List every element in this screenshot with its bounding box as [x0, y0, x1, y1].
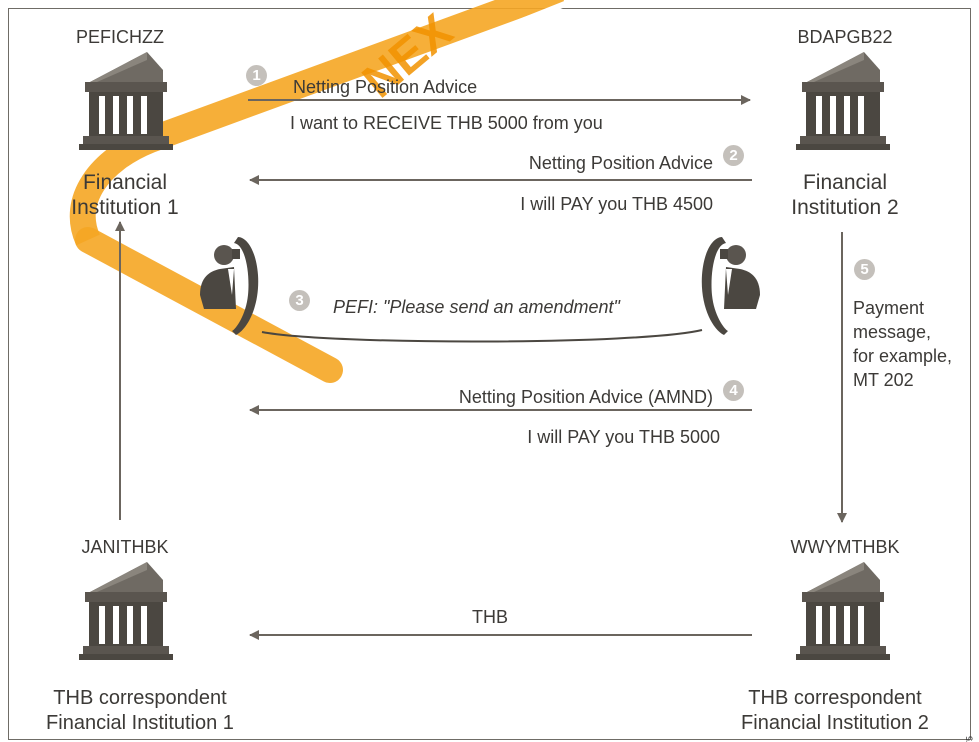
phone-cord	[261, 329, 703, 343]
person-on-phone-icon	[701, 237, 760, 335]
figure-id: D0030075	[965, 736, 975, 742]
step-3-quote: PEFI: "Please send an amendment"	[333, 297, 620, 317]
fi1-label-line2: Institution 1	[71, 196, 179, 219]
step-2-badge: 2	[723, 145, 744, 166]
step-3-badge: 3	[289, 290, 310, 311]
thb-flow-label: THB	[472, 607, 508, 627]
fi1-label: Financial Institution 1	[40, 170, 210, 220]
fi2-label-line2: Institution 2	[791, 196, 899, 219]
corr1-code: JANITHBK	[81, 537, 169, 557]
step-1-detail: I want to RECEIVE THB 5000 from you	[290, 113, 603, 133]
fi2-code: BDAPGB22	[797, 27, 893, 47]
step-4-detail: I will PAY you THB 5000	[527, 427, 720, 447]
step-5-line1: Payment	[853, 298, 925, 318]
corr1-label-line1: THB correspondent	[53, 687, 227, 709]
step-1-title: Netting Position Advice	[293, 77, 478, 97]
step-5-badge: 5	[854, 259, 875, 280]
step-1-badge: 1	[246, 65, 267, 86]
bank-building-icon	[796, 562, 890, 660]
step-5-line4: MT 202	[853, 370, 914, 390]
step-2-detail: I will PAY you THB 4500	[520, 194, 713, 214]
step-4-badge: 4	[723, 380, 744, 401]
corr1-label: THB correspondent Financial Institution …	[15, 686, 265, 736]
step-2-title: Netting Position Advice	[528, 153, 713, 173]
step-5-text: Payment message, for example, MT 202	[853, 296, 952, 392]
corr2-label-line2: Financial Institution 2	[741, 712, 929, 734]
fi2-label-line1: Financial	[802, 171, 888, 194]
corr2-code: WWYMTHBK	[790, 537, 900, 557]
corr1-label-line2: Financial Institution 1	[46, 712, 234, 734]
corr2-label-line1: THB correspondent	[748, 687, 922, 709]
step-4-title: Netting Position Advice (AMND)	[458, 387, 713, 407]
bank-building-icon	[796, 52, 890, 150]
bank-building-icon	[79, 52, 173, 150]
fi1-code: PEFICHZZ	[76, 27, 164, 47]
fi2-label: Financial Institution 2	[760, 170, 930, 220]
step-5-line3: for example,	[853, 346, 953, 366]
step-5-line2: message,	[853, 322, 932, 342]
fi1-label-line1: Financial	[82, 171, 168, 194]
bank-building-icon	[79, 562, 173, 660]
corr2-label: THB correspondent Financial Institution …	[710, 686, 960, 736]
